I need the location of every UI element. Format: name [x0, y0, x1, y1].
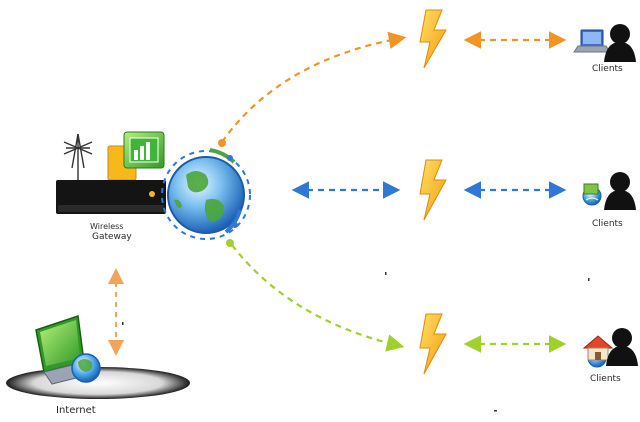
client-mid-label: Clients	[592, 219, 623, 229]
computer-globe-icon	[35, 315, 101, 385]
orange-node	[218, 139, 226, 147]
stray-marks	[122, 272, 590, 412]
lightning-bolt-icon	[419, 159, 447, 221]
router-icon	[56, 180, 166, 214]
client-bottom	[582, 328, 638, 368]
client-bottom-label: Clients	[590, 374, 621, 384]
gateway-label-line1: Wireless	[90, 222, 124, 231]
internet-label: Internet	[56, 405, 96, 416]
internet-group	[6, 315, 190, 399]
user-icon	[604, 172, 636, 210]
lightning-bolt-icon	[419, 313, 447, 375]
lightning-bolt-icon	[419, 9, 447, 69]
green-node	[226, 239, 234, 247]
user-icon	[606, 328, 638, 366]
laptop-icon	[573, 29, 611, 53]
globe-icon	[161, 148, 251, 240]
gateway-group	[56, 131, 166, 214]
link-gateway-green	[231, 244, 405, 352]
client-top-label: Clients	[592, 64, 623, 74]
client-top	[573, 24, 636, 62]
user-icon	[604, 24, 636, 62]
link-gateway-orange	[221, 31, 407, 143]
client-mid	[582, 172, 636, 210]
computer-globe-icon	[582, 183, 602, 206]
house-icon	[582, 335, 614, 368]
signal-card-icon	[107, 131, 165, 181]
antenna-icon	[63, 133, 93, 180]
gateway-label-line2: Gateway	[92, 232, 132, 242]
